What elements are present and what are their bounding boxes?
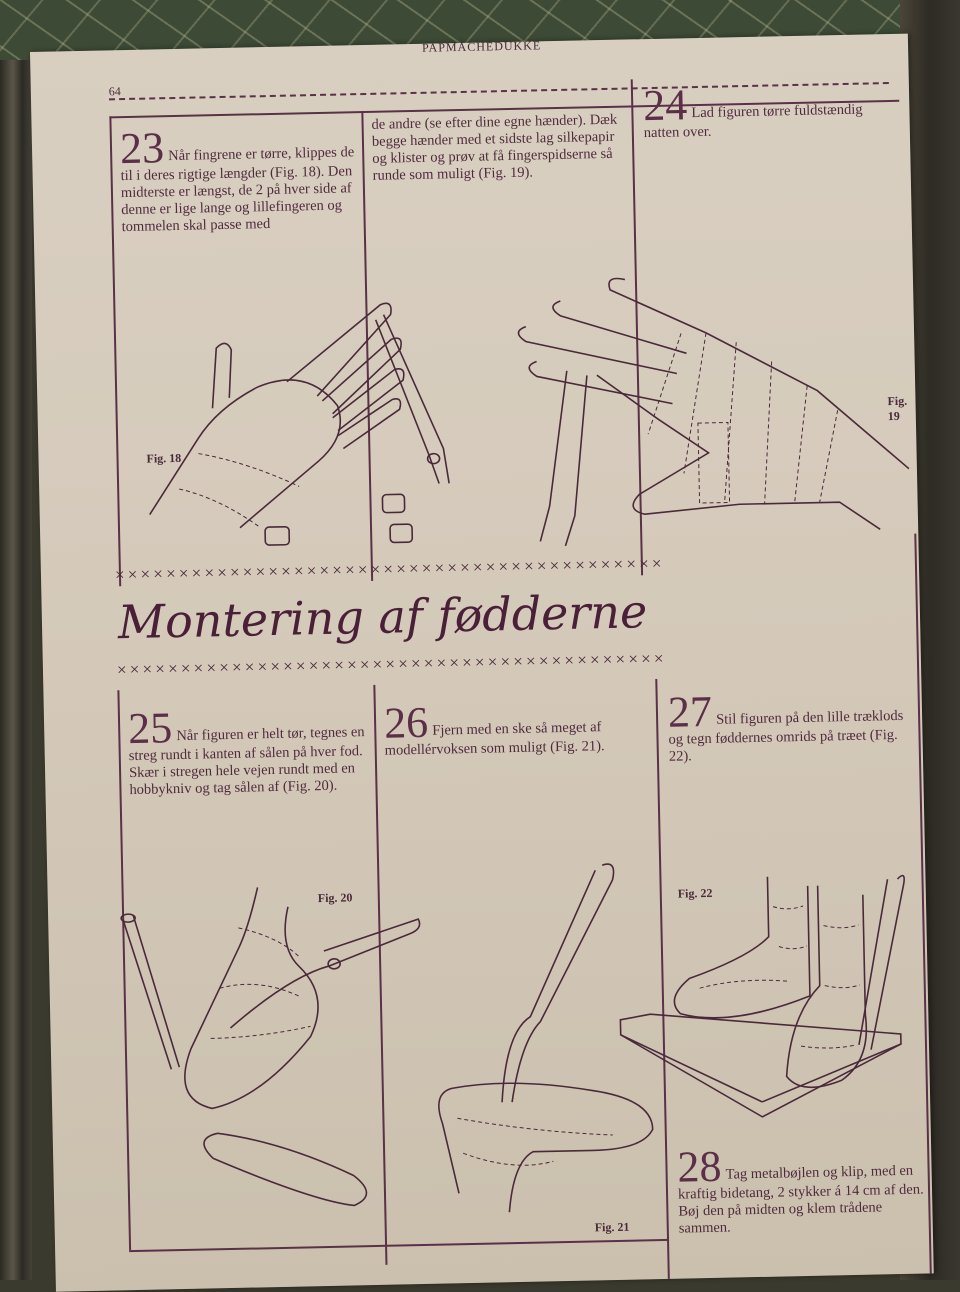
step-number: 26 <box>383 697 429 748</box>
fig-22-illustration <box>619 874 905 1118</box>
fig-20-label: Fig. 20 <box>317 890 353 906</box>
step-text: de andre (se efter dine egne hænder). Dæ… <box>371 111 618 184</box>
running-head: PAPMACHÉDUKKE <box>421 38 542 55</box>
step-number: 24 <box>642 80 688 131</box>
fig-22-label: Fig. 22 <box>677 885 713 901</box>
fig-18-illustration <box>149 302 450 546</box>
frame-left-top <box>109 116 122 587</box>
left-page-edge <box>0 60 32 1280</box>
frame-bottom <box>129 1238 670 1253</box>
step-23-continued: de andre (se efter dine egne hænder). Dæ… <box>371 112 622 185</box>
cross-stitch-divider-bottom: ××××××××××××××××××××××××××××××××××××××××… <box>116 648 667 680</box>
step-number: 25 <box>127 703 173 754</box>
fig-19-illustration <box>517 277 910 547</box>
fig-21-label: Fig. 21 <box>594 1219 630 1235</box>
fig-20-illustration <box>120 887 421 1207</box>
step-number: 27 <box>667 686 713 737</box>
page-number: 64 <box>108 84 121 99</box>
step-number: 28 <box>676 1141 723 1192</box>
fig-18-label: Fig. 18 <box>146 450 182 466</box>
step-number: 23 <box>119 123 165 174</box>
section-title: Montering af fødderne <box>117 584 648 650</box>
fig-19-label: Fig. 19 <box>887 393 908 424</box>
fig-21-illustration <box>438 863 654 1213</box>
